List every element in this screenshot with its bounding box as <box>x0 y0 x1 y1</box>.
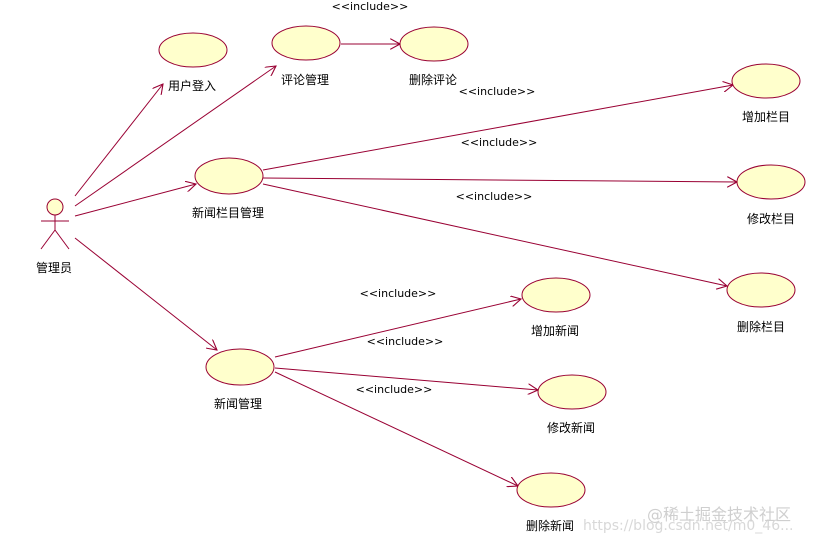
include-label-comment: <<include>> <box>332 0 409 13</box>
usecase-add-news <box>521 277 591 313</box>
label-news-mgmt: 新闻管理 <box>214 396 262 411</box>
label-add-column: 增加栏目 <box>742 109 790 124</box>
include-label-delete-column: <<include>> <box>456 190 533 203</box>
include-add-column <box>262 85 733 171</box>
include-add-news <box>274 299 521 358</box>
actor-figure <box>40 198 70 250</box>
include-delete-column <box>262 183 727 286</box>
usecase-column-mgmt <box>194 157 264 195</box>
usecase-delete-comment <box>399 26 469 62</box>
include-label-delete-news: <<include>> <box>356 383 433 396</box>
assoc-actor-comment-mgmt <box>74 66 276 207</box>
label-edit-news: 修改新闻 <box>547 420 595 435</box>
usecase-comment-mgmt <box>271 25 341 61</box>
usecase-delete-column <box>726 272 796 308</box>
include-edit-column <box>262 178 737 182</box>
label-add-news: 增加新闻 <box>531 323 579 338</box>
include-label-edit-column: <<include>> <box>461 136 538 149</box>
label-delete-comment: 删除评论 <box>409 72 457 87</box>
usecase-delete-news <box>516 472 586 508</box>
include-delete-news <box>274 371 518 486</box>
label-delete-news: 删除新闻 <box>526 518 574 533</box>
assoc-actor-login <box>74 84 163 197</box>
assoc-actor-news-mgmt <box>74 237 217 350</box>
label-login: 用户登入 <box>168 78 216 93</box>
usecase-login <box>158 32 228 68</box>
label-delete-column: 删除栏目 <box>737 319 785 334</box>
include-label-add-news: <<include>> <box>360 287 437 300</box>
usecase-add-column <box>731 63 801 99</box>
include-edit-news <box>274 367 538 390</box>
label-edit-column: 修改栏目 <box>747 211 795 226</box>
watermark-url: https://blog.csdn.net/m0_46... <box>583 518 793 534</box>
usecase-edit-news <box>537 374 607 410</box>
label-column-mgmt: 新闻栏目管理 <box>192 205 264 220</box>
watermark-brand: @稀土掘金技术社区 <box>647 505 791 524</box>
assoc-actor-column-mgmt <box>74 184 196 217</box>
include-label-edit-news: <<include>> <box>367 335 444 348</box>
usecase-news-mgmt <box>205 348 275 386</box>
actor-label: 管理员 <box>36 260 72 275</box>
usecase-edit-column <box>736 164 806 200</box>
actor-head <box>46 198 64 216</box>
label-comment-mgmt: 评论管理 <box>281 72 329 87</box>
include-label-add-column: <<include>> <box>459 85 536 98</box>
